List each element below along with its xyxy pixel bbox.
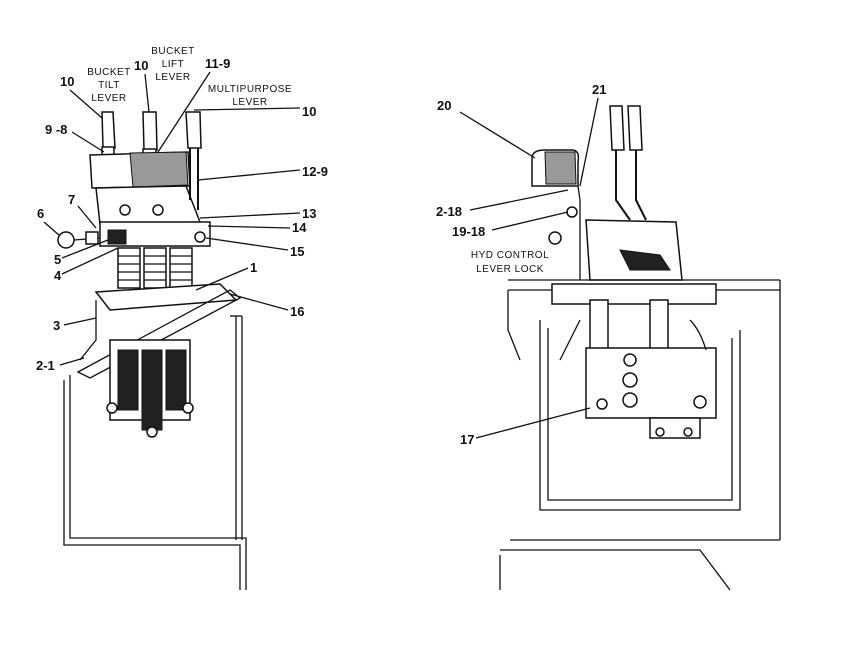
callout-4: 4 xyxy=(54,268,62,283)
lever-handles-right xyxy=(609,105,647,221)
callout-21: 21 xyxy=(592,82,606,97)
armrest xyxy=(531,149,581,280)
svg-text:LEVER: LEVER xyxy=(232,97,267,108)
callout-19-18: 19-18 xyxy=(452,224,485,239)
callout-10-b: 10 xyxy=(134,58,148,73)
callout-10-c: 10 xyxy=(302,104,316,119)
svg-text:MULTIPURPOSE: MULTIPURPOSE xyxy=(208,84,292,95)
caption-hyd-lock: HYD CONTROL LEVER LOCK xyxy=(471,250,549,275)
mount-bracket-left xyxy=(76,283,242,438)
callout-5: 5 xyxy=(54,252,61,267)
svg-text:LEVER: LEVER xyxy=(155,72,190,83)
caption-multipurpose: MULTIPURPOSE LEVER xyxy=(208,84,292,108)
callout-16: 16 xyxy=(290,304,304,319)
valve-block-right xyxy=(551,283,717,439)
svg-text:HYD CONTROL: HYD CONTROL xyxy=(471,250,549,261)
callout-11-9: 11-9 xyxy=(205,56,230,71)
lock-knob xyxy=(57,231,101,249)
callout-6: 6 xyxy=(37,206,44,221)
callout-9-8: 9 -8 xyxy=(45,122,67,137)
callout-1: 1 xyxy=(250,260,257,275)
frame-right xyxy=(499,279,781,591)
right-assembly: HYD CONTROL LEVER LOCK 20 21 2-18 19-18 … xyxy=(436,82,781,591)
svg-text:LEVER: LEVER xyxy=(91,93,126,104)
left-assembly: BUCKET TILT LEVER BUCKET LIFT LEVER MULT… xyxy=(36,46,328,590)
svg-text:LEVER LOCK: LEVER LOCK xyxy=(476,264,544,275)
svg-text:LIFT: LIFT xyxy=(162,59,185,70)
caption-bucket-tilt: BUCKET TILT LEVER xyxy=(87,67,131,104)
callouts-left: 10 10 11-9 10 9 -8 12-9 13 7 6 14 5 15 4… xyxy=(36,56,328,373)
console-right xyxy=(585,219,683,281)
caption-bucket-lift: BUCKET LIFT LEVER xyxy=(151,46,195,83)
svg-text:TILT: TILT xyxy=(98,80,120,91)
callout-15: 15 xyxy=(290,244,304,259)
svg-text:BUCKET: BUCKET xyxy=(151,46,195,57)
lever-handles-left xyxy=(101,111,202,158)
callout-2-1: 2-1 xyxy=(36,358,55,373)
callout-10-a: 10 xyxy=(60,74,74,89)
callout-20: 20 xyxy=(437,98,451,113)
callouts-right: 20 21 2-18 19-18 17 xyxy=(436,82,606,447)
callout-2-18: 2-18 xyxy=(436,204,462,219)
callout-12-9: 12-9 xyxy=(302,164,328,179)
callout-14: 14 xyxy=(292,220,307,235)
callout-3: 3 xyxy=(53,318,60,333)
callout-17: 17 xyxy=(460,432,474,447)
valve-block-left xyxy=(99,204,211,289)
callout-7: 7 xyxy=(68,192,75,207)
callout-13: 13 xyxy=(302,206,316,221)
svg-text:BUCKET: BUCKET xyxy=(87,67,131,78)
frame-left xyxy=(63,315,247,590)
